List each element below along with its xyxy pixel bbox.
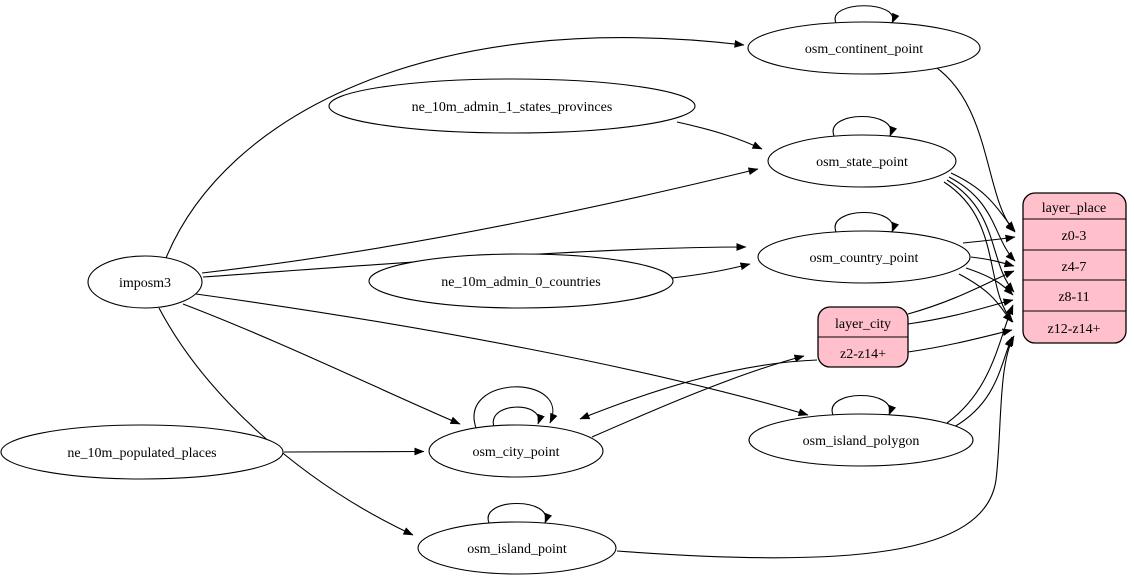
record-layer-place: layer_place z0-3 z4-7 z8-11 z12-z14+ xyxy=(1022,192,1127,344)
edge-osm-island-polygon-to-layer-place-z12-z14 xyxy=(953,336,1013,428)
edge-ne-admin1-to-osm-state-point xyxy=(676,121,763,150)
record-title: layer_place xyxy=(1042,201,1107,216)
self-loop-osm-city-point-inner xyxy=(492,406,545,428)
node-imposm3: imposm3 xyxy=(87,255,203,309)
edge-imposm3-to-osm-continent-point xyxy=(165,37,745,259)
self-loop-osm-continent-point xyxy=(834,5,900,24)
node-label: ne_10m_admin_0_countries xyxy=(441,275,600,290)
self-loop-osm-country-point xyxy=(834,211,900,233)
edge-osm-state-point-to-layer-place-z12-z14 xyxy=(943,181,1014,323)
node-osm-city-point: osm_city_point xyxy=(428,424,604,478)
edge-osm-state-point-to-layer-place-z4-7 xyxy=(948,176,1016,262)
node-osm-island-point: osm_island_point xyxy=(417,521,617,575)
edge-osm-country-point-to-layer-place-z8-11 xyxy=(965,267,1014,296)
edge-osm-country-point-to-layer-place-z0-3 xyxy=(962,234,1016,244)
node-label: imposm3 xyxy=(119,276,171,291)
record-layer-city: layer_city z2-z14+ xyxy=(817,306,909,368)
node-osm-continent-point: osm_continent_point xyxy=(747,21,981,75)
node-label: ne_10m_admin_1_states_provinces xyxy=(412,100,613,115)
edge-ne-admin0-to-osm-country-point xyxy=(671,262,751,279)
edge-osm-continent-point-to-layer-place-z0-3 xyxy=(927,61,1016,233)
edge-osm-island-polygon-to-layer-place-z8-11 xyxy=(946,304,1014,424)
edge-layer-city-to-layer-place-z8-11 xyxy=(907,298,1014,325)
edge-imposm3-to-osm-state-point xyxy=(201,167,759,274)
edge-osm-country-point-to-layer-place-z12-z14 xyxy=(958,273,1013,323)
node-label: ne_10m_populated_places xyxy=(67,446,216,461)
node-osm-state-point: osm_state_point xyxy=(767,134,957,188)
node-osm-island-polygon: osm_island_polygon xyxy=(748,413,974,467)
node-label: osm_country_point xyxy=(810,251,919,266)
self-loop-osm-island-polygon xyxy=(831,394,897,416)
edge-osm-country-point-to-layer-place-z4-7 xyxy=(970,256,1015,268)
node-ne-10m-admin-0-countries: ne_10m_admin_0_countries xyxy=(368,253,674,309)
edge-layer xyxy=(158,5,1016,559)
self-loop-osm-island-point xyxy=(487,502,553,524)
self-loop-osm-city-point-outer xyxy=(473,386,558,429)
edge-osm-state-point-to-layer-place-z0-3 xyxy=(950,172,1016,232)
edge-imposm3-to-osm-island-polygon xyxy=(195,293,809,417)
node-ne-10m-admin-1-states-provinces: ne_10m_admin_1_states_provinces xyxy=(328,78,696,134)
node-label: osm_island_point xyxy=(467,542,567,557)
edge-layer-city-to-layer-place-z12-z14 xyxy=(907,328,1013,353)
node-label: osm_state_point xyxy=(816,155,908,170)
record-row-z4-7: z4-7 xyxy=(1062,260,1087,275)
node-ne-10m-populated-places: ne_10m_populated_places xyxy=(0,424,284,480)
edge-imposm3-to-osm-island-point xyxy=(158,307,414,536)
record-row-z12-z14: z12-z14+ xyxy=(1048,322,1101,337)
record-row-z2-z14: z2-z14+ xyxy=(840,347,886,362)
record-row-z8-11: z8-11 xyxy=(1058,290,1089,305)
record-row-z0-3: z0-3 xyxy=(1062,229,1087,244)
edge-imposm3-to-osm-city-point xyxy=(182,303,461,425)
node-label: osm_island_polygon xyxy=(803,434,920,449)
node-label: osm_continent_point xyxy=(805,42,923,57)
self-loop-osm-state-point xyxy=(832,115,898,137)
edge-osm-state-point-to-layer-place-z8-11 xyxy=(946,179,1015,293)
edge-osm-island-point-to-layer-place-z12-z14 xyxy=(616,335,1015,559)
edge-layer-city-to-layer-place-z4-7 xyxy=(907,270,1015,315)
edge-layer-city-to-osm-city-point xyxy=(579,359,818,420)
node-label: osm_city_point xyxy=(472,445,559,460)
edge-ne-populated-places-to-osm-city-point xyxy=(283,447,425,456)
node-osm-country-point: osm_country_point xyxy=(757,230,971,284)
record-title: layer_city xyxy=(835,317,891,332)
